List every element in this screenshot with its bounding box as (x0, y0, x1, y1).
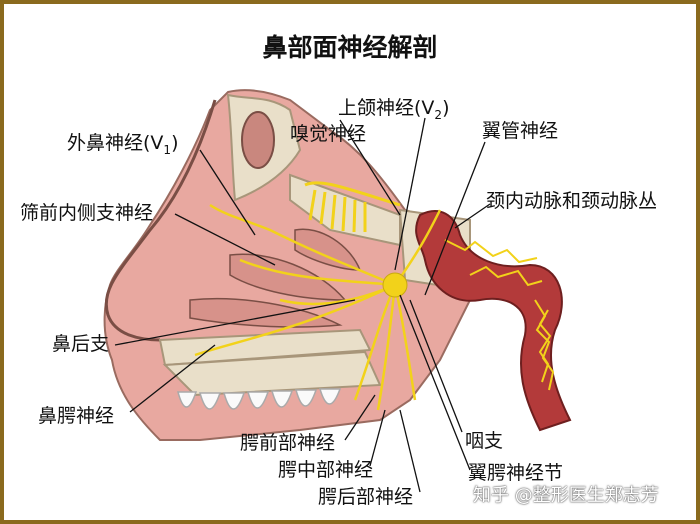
label-greater-palatine-nerve: 腭前部神经 (240, 432, 336, 454)
label-olfactory-nerve: 嗅觉神经 (290, 123, 367, 145)
teeth (177, 388, 342, 410)
label-anterior-ethmoidal-nerve: 筛前内侧支神经 (20, 202, 154, 224)
diagram-title: 鼻部面神经解剖 (262, 33, 438, 62)
label-pharyngeal-branch: 咽支 (465, 430, 504, 452)
label-maxillary-nerve: 上颌神经(V2) (338, 97, 450, 122)
nerve-branches (194, 203, 442, 411)
label-pterygoid-canal-nerve: 翼管神经 (482, 120, 559, 142)
inferior-concha (189, 297, 343, 328)
hard-palate (158, 328, 372, 367)
pterygopalatine-ganglion (382, 272, 408, 298)
label-pterygopalatine-ganglion: 翼腭神经节 (468, 462, 564, 484)
watermark: 知乎 @整形医生郑志芳 (473, 485, 659, 506)
nose-outline (104, 99, 217, 342)
label-external-nasal-nerve: 外鼻神经(V1) (67, 132, 179, 157)
alveolar-ridge (162, 350, 382, 397)
label-posterior-nasal-branch: 鼻后支 (52, 333, 110, 355)
frontal-sinus (241, 111, 275, 169)
carotid-plexus (444, 239, 555, 391)
label-middle-palatine-nerve: 腭中部神经 (278, 459, 374, 481)
leader-lines (114, 117, 491, 493)
label-lesser-palatine-nerve: 腭后部神经 (318, 486, 414, 508)
label-carotid-artery-plexus: 颈内动脉和颈动脉丛 (486, 190, 658, 212)
olfactory-nerve-bundle (304, 181, 401, 233)
label-nasopalatine-nerve: 鼻腭神经 (38, 405, 115, 427)
internal-carotid-artery (415, 210, 572, 432)
